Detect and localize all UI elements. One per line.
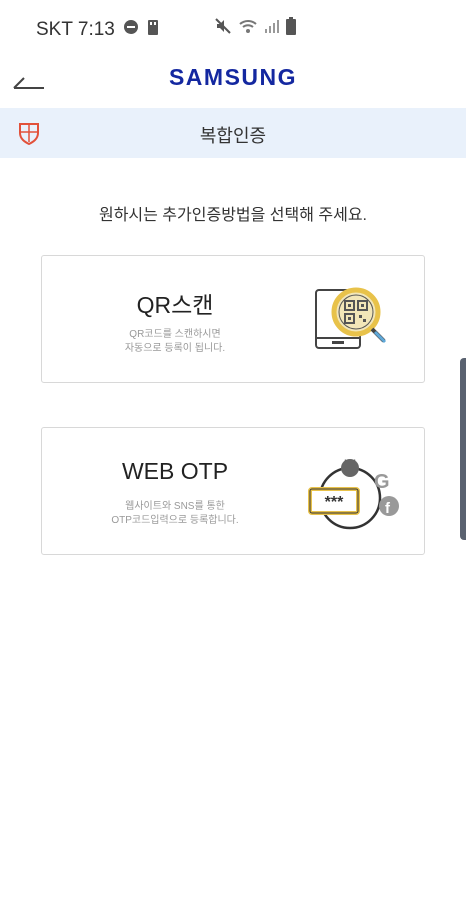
page-title: 복합인증 <box>199 126 267 146</box>
back-arrow-icon <box>10 77 50 102</box>
option-desc-line: OTP코드입력으로 등록합니다. <box>111 515 239 526</box>
web-otp-icon: G f *** <box>304 448 404 540</box>
otp-mask-text: *** <box>325 494 344 511</box>
edge-panel-handle[interactable] <box>460 358 466 540</box>
option-description: QR코드를 스캔하시면 자동으로 등록이 됩니다. <box>42 328 308 356</box>
auth-subheader: 복합인증 <box>0 108 466 158</box>
instruction-text: 원하시는 추가인증방법을 선택해 주세요. <box>98 207 368 224</box>
option-title: QR스캔 <box>136 292 214 318</box>
svg-text:f: f <box>385 500 391 517</box>
option-description: 웹사이트와 SNS를 통한 OTP코드입력으로 등록합니다. <box>42 500 308 528</box>
battery-icon <box>286 17 296 40</box>
messenger-icon <box>123 19 139 41</box>
web-otp-option[interactable]: WEB OTP 웹사이트와 SNS를 통한 OTP코드입력으로 등록합니다. G… <box>41 427 425 555</box>
svg-text:G: G <box>374 471 390 493</box>
brand-logo: SAMSUNG <box>168 64 298 90</box>
option-desc-line: QR코드를 스캔하시면 <box>129 329 221 340</box>
qr-scan-option[interactable]: QR스캔 QR코드를 스캔하시면 자동으로 등록이 됩니다. <box>41 255 425 383</box>
mute-icon <box>214 17 232 40</box>
option-desc-line: 웹사이트와 SNS를 통한 <box>125 501 225 512</box>
back-button[interactable] <box>10 64 50 98</box>
app-header: SAMSUNG <box>0 56 466 106</box>
status-left: SKT 7:13 <box>36 18 159 42</box>
shield-icon <box>18 121 40 146</box>
qr-scan-icon <box>312 282 394 358</box>
status-bar: SKT 7:13 <box>0 0 466 56</box>
signal-icon <box>264 18 280 39</box>
option-title: WEB OTP <box>121 458 229 484</box>
wifi-icon <box>238 17 258 40</box>
option-desc-line: 자동으로 등록이 됩니다. <box>124 343 226 354</box>
carrier-time: SKT 7:13 <box>36 19 115 40</box>
storage-icon <box>147 18 159 42</box>
status-right <box>214 17 296 40</box>
